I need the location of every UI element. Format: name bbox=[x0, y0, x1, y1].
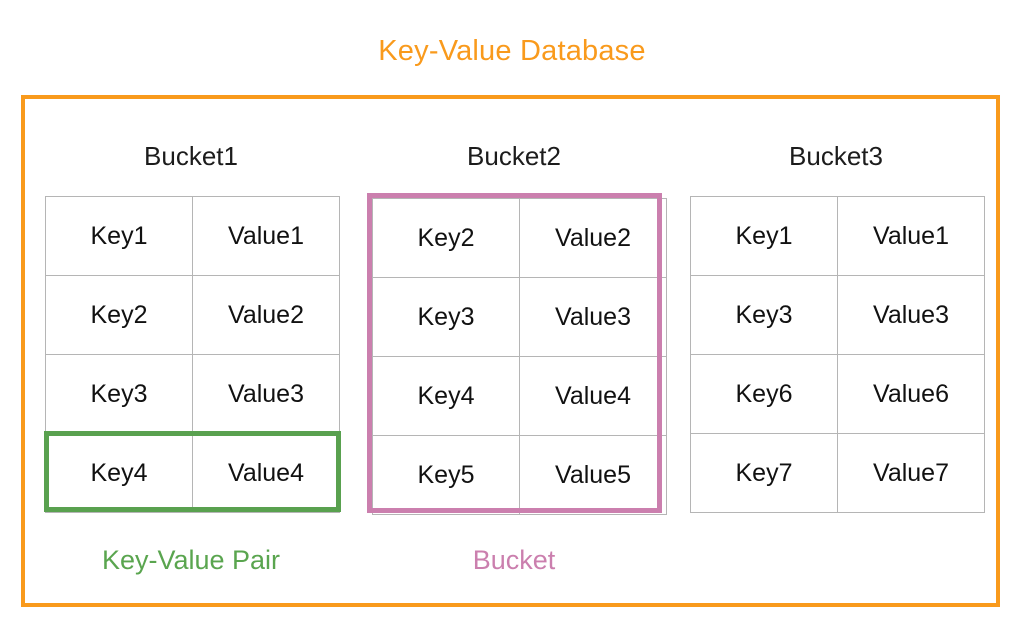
key-value-pair-caption: Key-Value Pair bbox=[101, 545, 281, 575]
table-row: Key3 Value3 bbox=[45, 354, 340, 434]
key-cell: Key6 bbox=[690, 354, 838, 434]
bucket-caption: Bucket bbox=[472, 545, 556, 575]
value-cell: Value4 bbox=[192, 433, 340, 513]
key-cell: Key7 bbox=[690, 433, 838, 513]
value-cell: Value3 bbox=[519, 277, 667, 357]
value-cell: Value7 bbox=[837, 433, 985, 513]
bucket-header-3: Bucket3 bbox=[789, 141, 883, 171]
table-row: Key4 Value4 bbox=[372, 356, 667, 436]
value-cell: Value3 bbox=[192, 354, 340, 434]
table-row: Key2 Value2 bbox=[372, 198, 667, 278]
bucket-table-1: Key1 Value1 Key2 Value2 Key3 Value3 Key4… bbox=[45, 196, 340, 513]
key-cell: Key2 bbox=[372, 198, 520, 278]
value-cell: Value2 bbox=[519, 198, 667, 278]
table-row: Key5 Value5 bbox=[372, 435, 667, 515]
key-cell: Key2 bbox=[45, 275, 193, 355]
bucket-header-1: Bucket1 bbox=[144, 141, 238, 171]
bucket-header-2: Bucket2 bbox=[467, 141, 561, 171]
key-cell: Key3 bbox=[372, 277, 520, 357]
value-cell: Value2 bbox=[192, 275, 340, 355]
value-cell: Value1 bbox=[837, 196, 985, 276]
key-cell: Key3 bbox=[45, 354, 193, 434]
table-row: Key1 Value1 bbox=[45, 196, 340, 276]
key-cell: Key4 bbox=[45, 433, 193, 513]
bucket-table-2: Key2 Value2 Key3 Value3 Key4 Value4 Key5… bbox=[372, 198, 667, 515]
table-row-highlighted: Key4 Value4 bbox=[45, 433, 340, 513]
table-row: Key1 Value1 bbox=[690, 196, 985, 276]
table-row: Key7 Value7 bbox=[690, 433, 985, 513]
value-cell: Value1 bbox=[192, 196, 340, 276]
table-row: Key3 Value3 bbox=[690, 275, 985, 355]
value-cell: Value5 bbox=[519, 435, 667, 515]
value-cell: Value3 bbox=[837, 275, 985, 355]
table-row: Key6 Value6 bbox=[690, 354, 985, 434]
key-cell: Key3 bbox=[690, 275, 838, 355]
table-row: Key3 Value3 bbox=[372, 277, 667, 357]
key-cell: Key1 bbox=[45, 196, 193, 276]
value-cell: Value4 bbox=[519, 356, 667, 436]
key-value-database-frame bbox=[21, 95, 1000, 607]
key-cell: Key5 bbox=[372, 435, 520, 515]
key-cell: Key4 bbox=[372, 356, 520, 436]
bucket-table-3: Key1 Value1 Key3 Value3 Key6 Value6 Key7… bbox=[690, 196, 985, 513]
page-title: Key-Value Database bbox=[378, 35, 646, 67]
key-cell: Key1 bbox=[690, 196, 838, 276]
table-row: Key2 Value2 bbox=[45, 275, 340, 355]
value-cell: Value6 bbox=[837, 354, 985, 434]
